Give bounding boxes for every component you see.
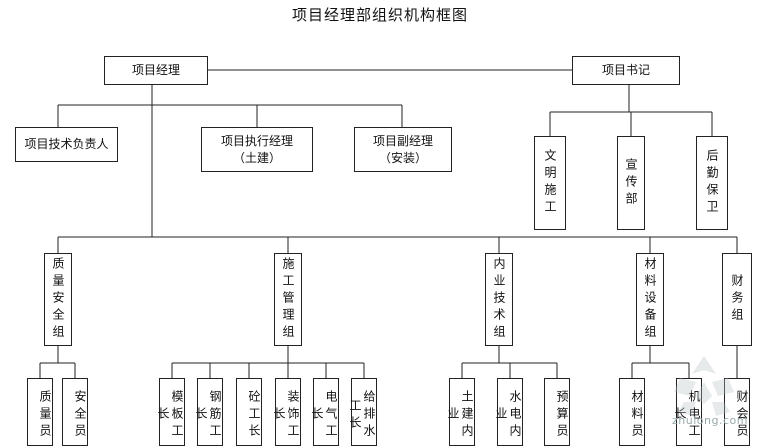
rebar-foreman-node: 钢筋工长 [194, 378, 223, 446]
internal-tech-group-node: 内业技术组 [485, 253, 513, 346]
publicity-dept-node: 宣传部 [617, 136, 645, 230]
project-secretary-node: 项目书记 [572, 56, 680, 85]
electrical-foreman-node: 电气工长 [310, 378, 339, 446]
mep-foreman-node: 机电工长 [673, 378, 702, 446]
material-officer-node: 材料员 [619, 378, 645, 446]
page-title: 项目经理部组织机构框图 [291, 6, 468, 24]
deputy-pm-node: 项目副经理 （安装） [354, 127, 452, 172]
formwork-foreman-node: 模板工长 [156, 378, 185, 446]
decoration-foreman-node: 装饰工长 [272, 378, 301, 446]
watermark-text: zhulong.com [672, 414, 748, 427]
safety-officer-node: 安全员 [62, 378, 88, 446]
watermark-logo [674, 356, 734, 416]
plumbing-foreman-node: 给排水工长 [348, 378, 377, 446]
project-manager-node: 项目经理 [104, 56, 208, 85]
tech-lead-node: 项目技术负责人 [15, 127, 118, 162]
exec-pm-node: 项目执行经理 （土建） [201, 127, 313, 172]
quality-safety-group-node: 质量安全组 [44, 253, 72, 346]
quality-officer-node: 质量员 [27, 378, 53, 446]
civil-internal-node: 土建内业 [446, 378, 475, 446]
logistics-security-node: 后勤保卫 [696, 136, 728, 230]
materials-equipment-group-node: 材料设备组 [636, 253, 664, 346]
mep-internal-node: 水电内业 [494, 378, 523, 446]
concrete-foreman-node: 砼工长 [236, 378, 262, 446]
finance-group-node: 财务组 [722, 253, 752, 346]
construction-mgmt-group-node: 施工管理组 [274, 253, 302, 346]
budget-officer-node: 预算员 [544, 378, 570, 446]
civil-construction-node: 文明施工 [534, 136, 566, 230]
accountant-node: 财会员 [724, 378, 750, 446]
